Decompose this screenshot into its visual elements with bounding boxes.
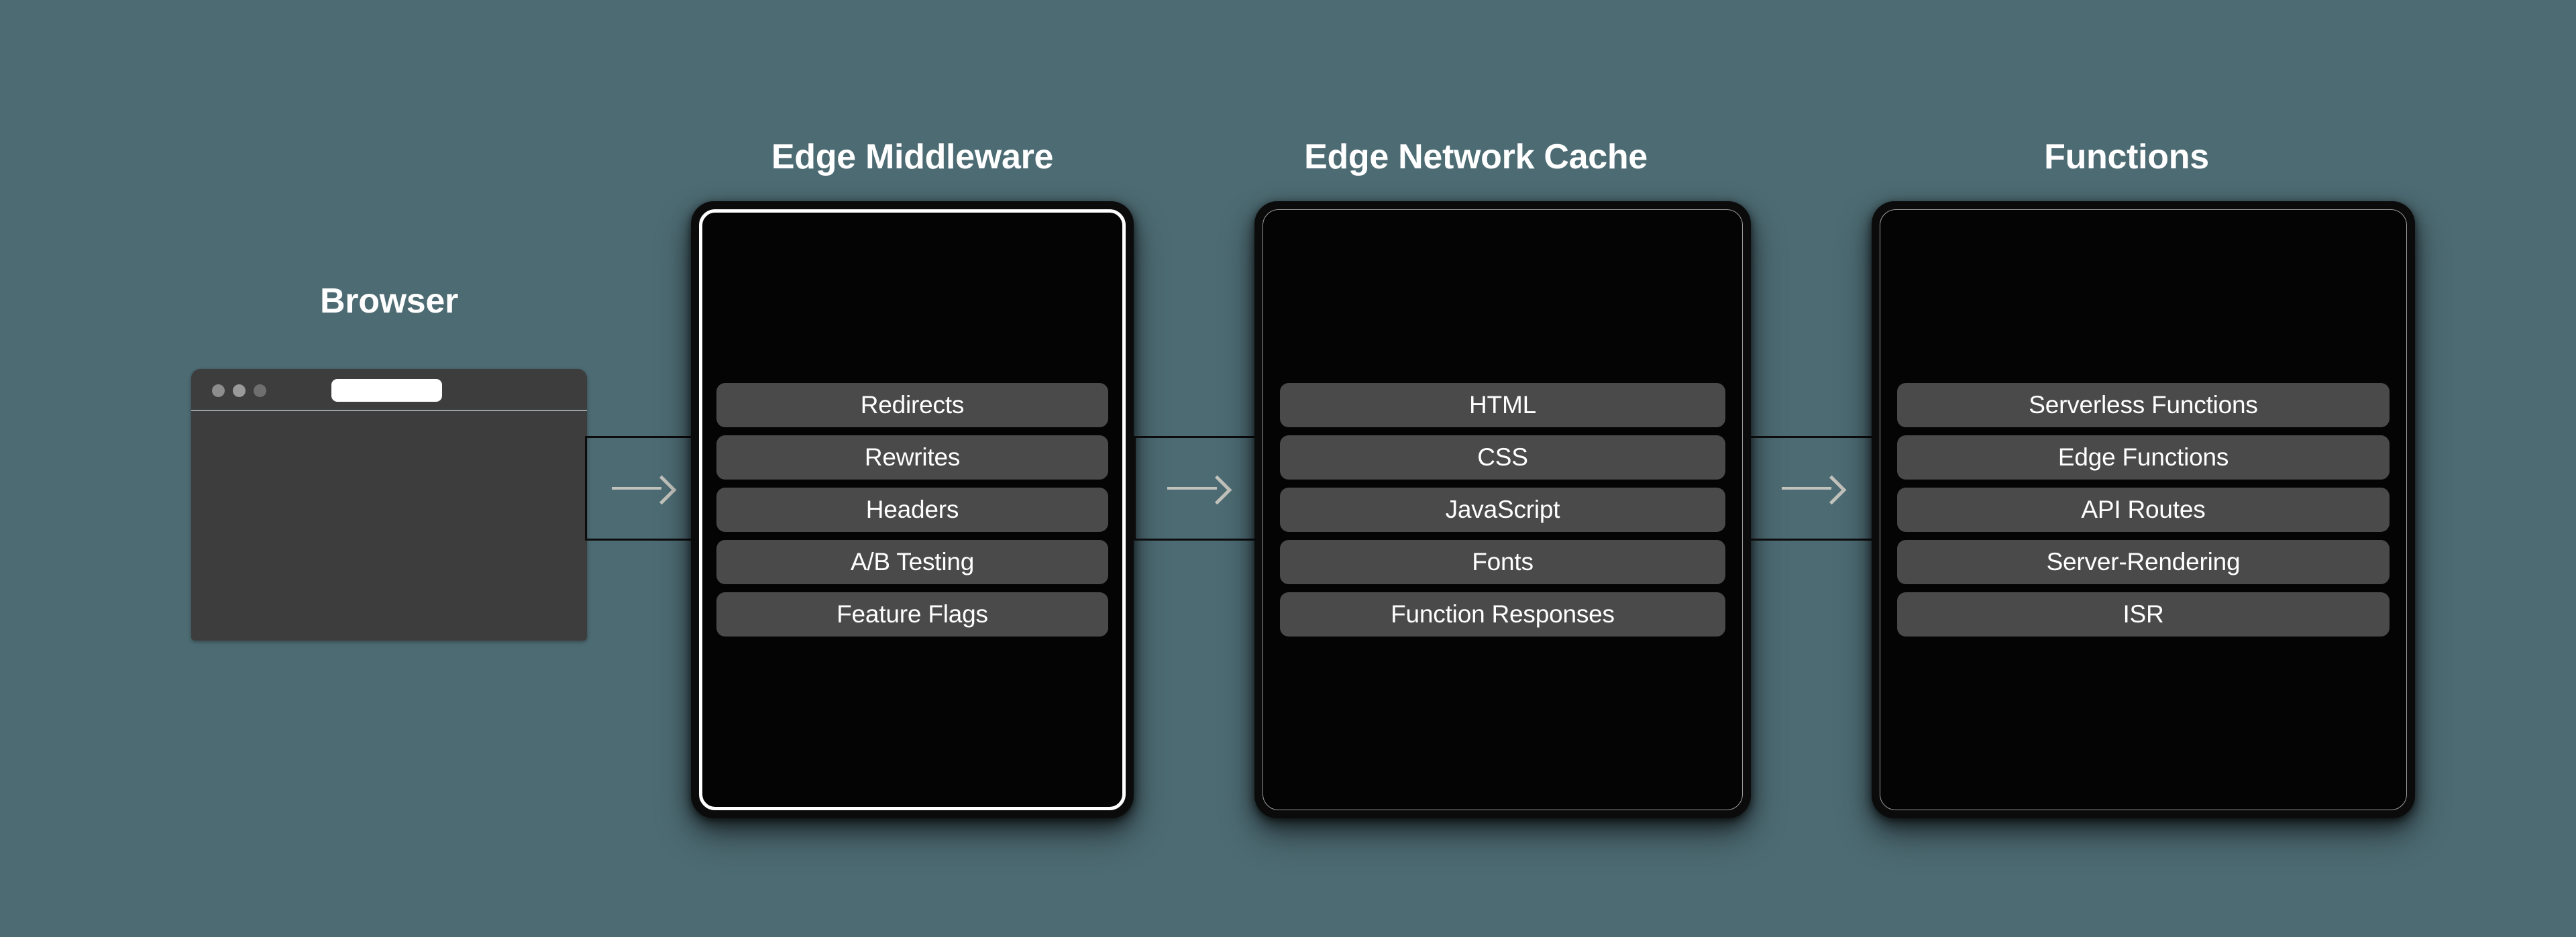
chip-rewrites[interactable]: Rewrites bbox=[716, 435, 1108, 480]
browser-window bbox=[191, 369, 587, 641]
chip-server-rendering[interactable]: Server-Rendering bbox=[1897, 540, 2390, 584]
chip-css[interactable]: CSS bbox=[1280, 435, 1725, 480]
chip-headers[interactable]: Headers bbox=[716, 488, 1108, 532]
chip-serverless-functions[interactable]: Serverless Functions bbox=[1897, 383, 2390, 427]
panel-inner: HTML CSS JavaScript Fonts Function Respo… bbox=[1263, 209, 1743, 810]
chip-feature-flags[interactable]: Feature Flags bbox=[716, 592, 1108, 637]
panel-frame: Redirects Rewrites Headers A/B Testing F… bbox=[691, 201, 1134, 818]
edge-middleware-title: Edge Middleware bbox=[771, 137, 1054, 176]
chip-isr[interactable]: ISR bbox=[1897, 592, 2390, 637]
window-minimize-dot-icon bbox=[233, 384, 246, 397]
panel-inner: Redirects Rewrites Headers A/B Testing F… bbox=[699, 209, 1126, 810]
connector-cache-to-functions bbox=[1747, 436, 1878, 541]
panel-frame: HTML CSS JavaScript Fonts Function Respo… bbox=[1254, 201, 1751, 818]
chip-function-responses[interactable]: Function Responses bbox=[1280, 592, 1725, 637]
connector-browser-to-middleware bbox=[585, 436, 700, 541]
chip-api-routes[interactable]: API Routes bbox=[1897, 488, 2390, 532]
connector-middleware-to-cache bbox=[1134, 436, 1263, 541]
edge-network-cache-title: Edge Network Cache bbox=[1304, 137, 1648, 176]
chip-javascript[interactable]: JavaScript bbox=[1280, 488, 1725, 532]
chip-fonts[interactable]: Fonts bbox=[1280, 540, 1725, 584]
chip-edge-functions[interactable]: Edge Functions bbox=[1897, 435, 2390, 480]
chip-html[interactable]: HTML bbox=[1280, 383, 1725, 427]
url-bar[interactable] bbox=[331, 379, 442, 402]
panel-frame: Serverless Functions Edge Functions API … bbox=[1872, 201, 2415, 818]
arrow-right-icon bbox=[612, 474, 677, 505]
panel-inner: Serverless Functions Edge Functions API … bbox=[1880, 209, 2407, 810]
browser-titlebar bbox=[191, 369, 587, 411]
panel-edge-network-cache[interactable]: HTML CSS JavaScript Fonts Function Respo… bbox=[1254, 201, 1751, 818]
browser-title: Browser bbox=[320, 282, 458, 321]
window-close-dot-icon bbox=[212, 384, 225, 397]
functions-title: Functions bbox=[2044, 137, 2209, 176]
arrow-right-icon bbox=[1167, 474, 1232, 505]
browser-viewport bbox=[191, 411, 587, 641]
panel-functions[interactable]: Serverless Functions Edge Functions API … bbox=[1872, 201, 2415, 818]
arrow-right-icon bbox=[1782, 474, 1847, 505]
panel-edge-middleware[interactable]: Redirects Rewrites Headers A/B Testing F… bbox=[691, 201, 1134, 818]
chip-ab-testing[interactable]: A/B Testing bbox=[716, 540, 1108, 584]
chip-redirects[interactable]: Redirects bbox=[716, 383, 1108, 427]
window-maximize-dot-icon bbox=[254, 384, 266, 397]
